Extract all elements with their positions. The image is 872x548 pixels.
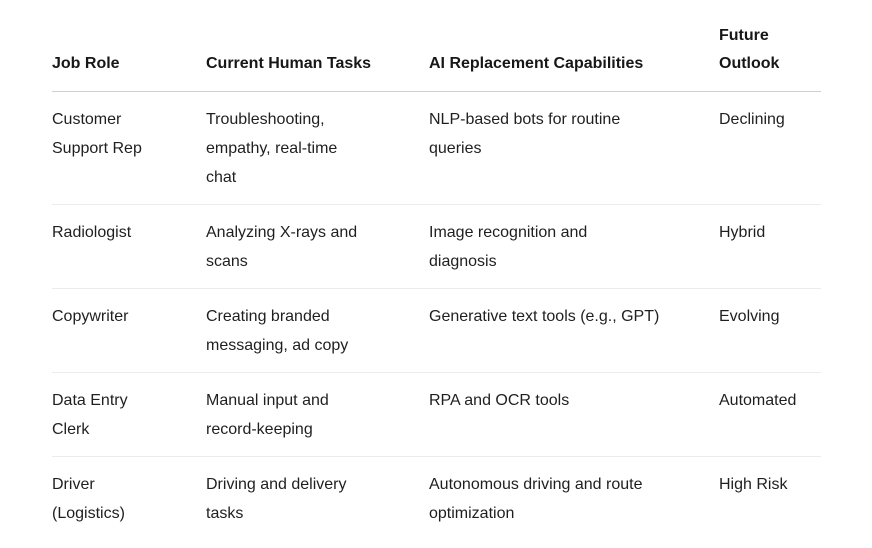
cell-job-role: Copywriter	[52, 288, 206, 373]
cell-current-human-tasks: Manual input and record-keeping	[206, 372, 429, 457]
cell-future-outlook: Declining	[719, 91, 821, 205]
jobs-ai-table: Job Role Current Human Tasks AI Replacem…	[52, 22, 821, 540]
cell-job-role: Radiologist	[52, 204, 206, 289]
column-header-future-outlook: Future Outlook	[719, 22, 821, 92]
cell-future-outlook: High Risk	[719, 476, 788, 493]
cell-ai-replacement-capabilities: Generative text tools (e.g., GPT)	[429, 288, 719, 373]
cell-future-outlook: Evolving	[719, 288, 821, 373]
cell-job-role: Data Entry Clerk	[52, 372, 206, 457]
cell-future-outlook: Automated	[719, 372, 821, 457]
table-row: Data Entry Clerk Manual input and record…	[52, 372, 821, 457]
table-header: Job Role Current Human Tasks AI Replacem…	[52, 22, 821, 92]
cell-current-human-tasks: Creating branded messaging, ad copy	[206, 288, 429, 373]
column-header-ai-replacement-capabilities: AI Replacement Capabilities	[429, 22, 719, 92]
cell-current-human-tasks: Analyzing X-rays and scans	[206, 204, 429, 289]
cell-current-human-tasks: Driving and delivery tasks	[206, 476, 347, 522]
table-row: Driver (Logistics) Driving and delivery …	[52, 457, 821, 541]
table-row: Customer Support Rep Troubleshooting, em…	[52, 91, 821, 205]
cell-current-human-tasks: Troubleshooting, empathy, real-time chat	[206, 91, 429, 205]
cell-ai-replacement-capabilities: RPA and OCR tools	[429, 372, 719, 457]
table-row: Radiologist Analyzing X-rays and scans I…	[52, 204, 821, 289]
column-header-job-role: Job Role	[52, 22, 206, 92]
cell-ai-replacement-capabilities: NLP-based bots for routine queries	[429, 91, 719, 205]
cell-future-outlook: Hybrid	[719, 204, 821, 289]
cell-ai-replacement-capabilities: Autonomous driving and route optimizatio…	[429, 476, 643, 522]
cell-ai-replacement-capabilities: Image recognition and diagnosis	[429, 204, 719, 289]
cell-job-role: Customer Support Rep	[52, 91, 206, 205]
cell-job-role: Driver (Logistics)	[52, 476, 125, 522]
column-header-current-human-tasks: Current Human Tasks	[206, 22, 429, 92]
table-row: Copywriter Creating branded messaging, a…	[52, 288, 821, 373]
table-body: Customer Support Rep Troubleshooting, em…	[52, 91, 821, 541]
header-row: Job Role Current Human Tasks AI Replacem…	[52, 22, 821, 92]
